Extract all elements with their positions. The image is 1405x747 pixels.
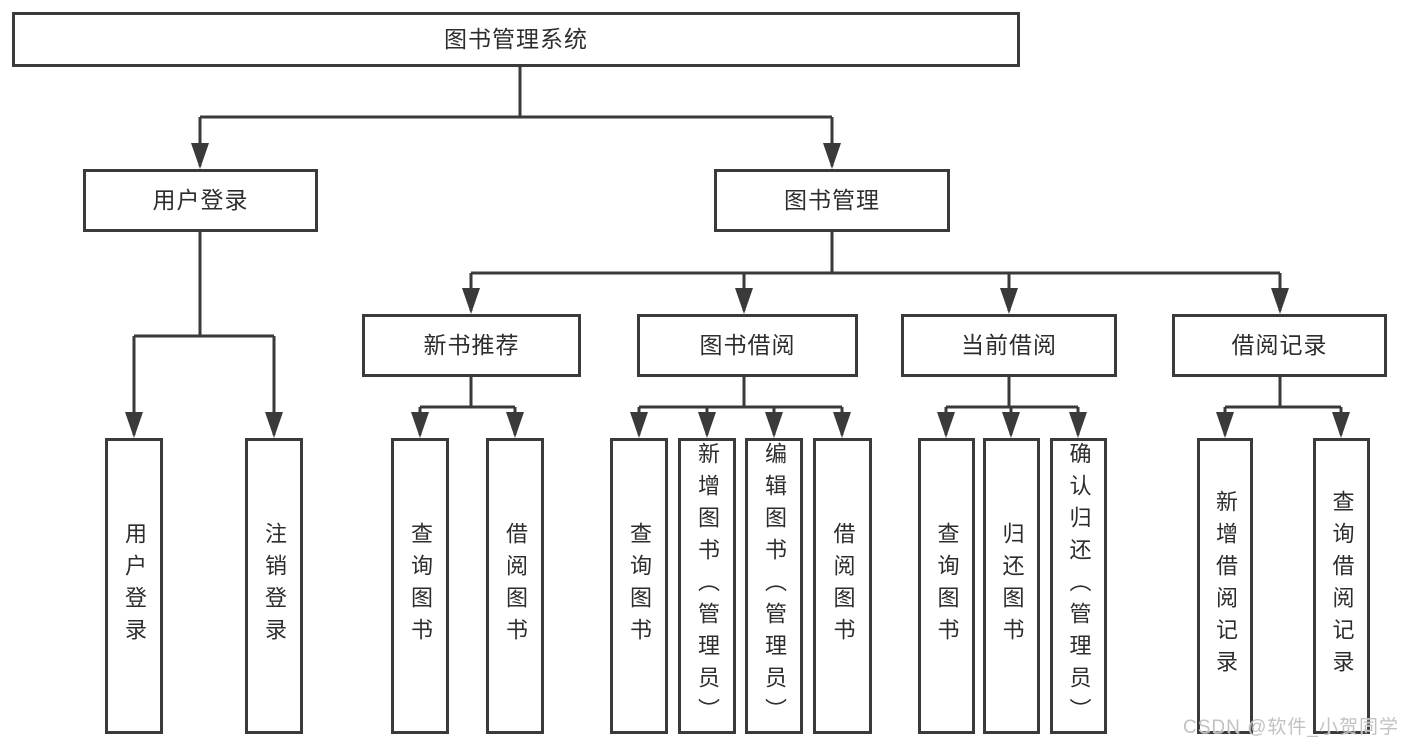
leaf-label: 确认归还（管理员）: [1066, 442, 1092, 730]
leaf-label: 查询图书: [408, 522, 433, 650]
arrowhead-icon: [1002, 412, 1020, 438]
arrowhead-icon: [765, 412, 783, 438]
arrowhead-icon: [1000, 288, 1018, 314]
arrowhead-icon: [462, 288, 480, 314]
arrowhead-icon: [411, 412, 429, 438]
arrowhead-icon: [191, 143, 209, 169]
leaf-label: 查询借阅记录: [1329, 490, 1355, 682]
arrowhead-icon: [698, 412, 716, 438]
leaf-query-books-current: 查询图书: [918, 438, 975, 734]
leaf-label: 归还图书: [999, 522, 1025, 650]
leaf-label: 注销登录: [262, 522, 287, 650]
node-label: 图书管理系统: [444, 26, 588, 52]
csdn-watermark: CSDN @软件_小贺同学: [1183, 717, 1399, 738]
leaf-label: 编辑图书（管理员）: [762, 442, 787, 730]
leaf-label: 新增借阅记录: [1213, 490, 1238, 682]
node-label: 图书管理: [784, 187, 880, 213]
node-book-management: 图书管理: [714, 169, 950, 232]
arrowhead-icon: [506, 412, 524, 438]
arrowhead-icon: [125, 412, 143, 438]
arrowhead-icon: [735, 288, 753, 314]
leaf-query-books-recommend: 查询图书: [391, 438, 449, 734]
leaf-borrow-books: 借阅图书: [813, 438, 872, 734]
node-label: 新书推荐: [423, 332, 520, 358]
leaf-add-borrow-record: 新增借阅记录: [1197, 438, 1253, 734]
leaf-query-books-borrow: 查询图书: [610, 438, 668, 734]
node-library-system: 图书管理系统: [12, 12, 1020, 67]
leaf-query-borrow-record: 查询借阅记录: [1313, 438, 1370, 734]
arrowhead-icon: [630, 412, 648, 438]
node-user-login: 用户登录: [83, 169, 318, 232]
node-current-borrow: 当前借阅: [901, 314, 1117, 377]
node-label: 图书借阅: [699, 332, 796, 358]
leaf-label: 用户登录: [122, 522, 147, 650]
leaf-borrow-books-recommend: 借阅图书: [486, 438, 544, 734]
leaf-label: 借阅图书: [830, 522, 856, 650]
arrowhead-icon: [937, 412, 955, 438]
leaf-label: 查询图书: [627, 522, 652, 650]
leaf-label: 借阅图书: [503, 522, 528, 650]
leaf-return-books: 归还图书: [983, 438, 1040, 734]
arrowhead-icon: [265, 412, 283, 438]
arrowhead-icon: [1216, 412, 1234, 438]
arrowhead-icon: [823, 143, 841, 169]
arrowhead-icon: [1332, 412, 1350, 438]
leaf-add-books-admin: 新增图书（管理员）: [678, 438, 736, 734]
node-label: 借阅记录: [1231, 332, 1328, 358]
leaf-user-login: 用户登录: [105, 438, 163, 734]
arrowhead-icon: [1069, 412, 1087, 438]
node-borrow-records: 借阅记录: [1172, 314, 1387, 377]
node-label: 用户登录: [152, 187, 249, 213]
node-label: 当前借阅: [961, 332, 1057, 358]
leaf-label: 查询图书: [934, 522, 960, 650]
leaf-confirm-return-admin: 确认归还（管理员）: [1050, 438, 1107, 734]
arrowhead-icon: [1271, 288, 1289, 314]
node-new-book-recommend: 新书推荐: [362, 314, 581, 377]
arrowhead-icon: [833, 412, 851, 438]
leaf-logout: 注销登录: [245, 438, 303, 734]
leaf-label: 新增图书（管理员）: [695, 442, 720, 730]
leaf-edit-books-admin: 编辑图书（管理员）: [745, 438, 803, 734]
node-book-borrow: 图书借阅: [637, 314, 858, 377]
